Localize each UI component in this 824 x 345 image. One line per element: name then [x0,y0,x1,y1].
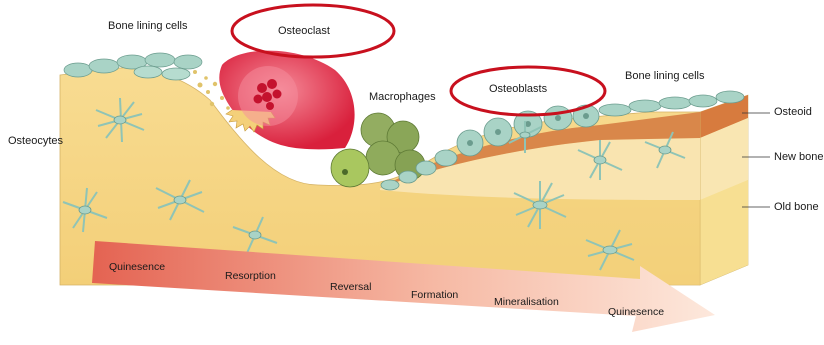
osteoclast-cell [219,51,354,150]
label-new-bone: New bone [774,151,824,163]
label-bone-lining-cells-left: Bone lining cells [108,20,188,32]
label-bone-lining-cells-right: Bone lining cells [625,70,705,82]
label-macrophages: Macrophages [369,91,436,103]
phase-label: Formation [411,289,458,301]
phase-label: Quinesence [608,306,664,318]
phase-label: Reversal [330,281,371,293]
block-end-face [700,95,748,285]
phase-label: Quinesence [109,261,165,273]
label-osteoid: Osteoid [774,106,812,118]
label-osteoclast: Osteoclast [278,25,330,37]
label-osteoblasts: Osteoblasts [489,83,547,95]
label-osteocytes: Osteocytes [8,135,63,147]
label-old-bone: Old bone [774,201,824,213]
phase-label: Resorption [225,270,276,282]
phase-label: Mineralisation [494,296,559,308]
